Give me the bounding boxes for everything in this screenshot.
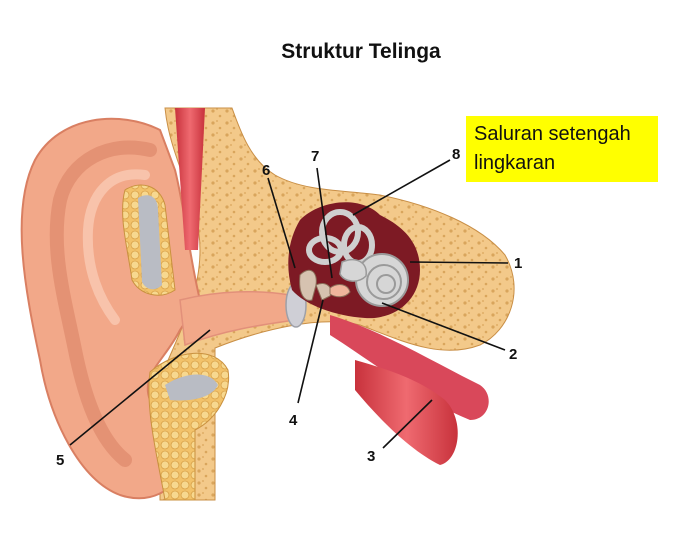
vestibule [339, 258, 367, 282]
auricle-fold [49, 140, 157, 467]
leader-line-5 [69, 329, 211, 446]
muscle-top [175, 108, 205, 250]
label-8: 8 [452, 146, 461, 163]
leader-line-2 [381, 302, 506, 351]
malleus [299, 269, 317, 301]
label-5: 5 [56, 452, 65, 469]
cartilage-gray-lower [165, 374, 218, 401]
leader-line-4 [297, 299, 324, 404]
label-3: 3 [367, 448, 376, 465]
callout-line-2: lingkaran [474, 152, 556, 174]
cochlea [355, 253, 409, 307]
label-2: 2 [509, 346, 518, 363]
label-6: 6 [262, 162, 271, 179]
leader-line-1 [409, 261, 509, 264]
leader-line-8 [352, 159, 451, 216]
leader-line-3 [382, 399, 433, 449]
auricle-highlight [82, 169, 150, 325]
cartilage-gray-upper [138, 195, 162, 290]
callout-line-1: Saluran setengah [474, 123, 631, 145]
label-1: 1 [514, 255, 523, 272]
semicircular-canals [306, 209, 375, 266]
eustachian-tube [330, 315, 489, 420]
semicircular-canal-callout: Saluran setengah lingkaran [466, 116, 658, 182]
diagram-title: Struktur Telinga [281, 40, 441, 63]
muscle-lower [355, 360, 458, 465]
label-4: 4 [289, 412, 298, 429]
label-7: 7 [311, 148, 320, 165]
stapes [329, 284, 351, 298]
leader-line-6 [267, 177, 296, 269]
leader-lines [69, 159, 509, 449]
leader-line-7 [316, 167, 333, 279]
